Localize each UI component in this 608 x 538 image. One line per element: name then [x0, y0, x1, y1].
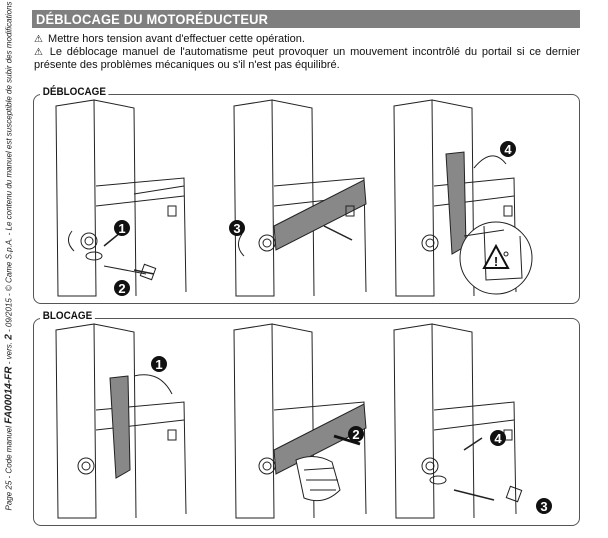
warning-line-1: ⚠ Mettre hors tension avant d'effectuer …: [34, 33, 305, 45]
warning-icon: ⚠: [34, 34, 43, 45]
step-badge-2: 2: [114, 280, 130, 296]
motor-unit-drawing: [55, 99, 187, 297]
warning-text-1: Mettre hors tension avant d'effectuer ce…: [48, 33, 305, 45]
manual-code-prefix: - Code manuel: [4, 425, 14, 479]
step-badge-3: 3: [229, 220, 245, 236]
sidebar-legal-text: Page 25 - Code manuel FA00014-FR - vers.…: [3, 0, 15, 511]
svg-text:4: 4: [494, 431, 502, 446]
manual-code: FA00014-FR: [3, 366, 15, 424]
version-prefix: - vers.: [4, 342, 14, 365]
svg-text:2: 2: [118, 281, 125, 296]
warning-triangle-icon: [482, 243, 510, 269]
svg-text:3: 3: [540, 499, 547, 514]
deblocage-label: DÉBLOCAGE: [40, 86, 109, 98]
warning-text-2: Le déblocage manuel de l'automatisme peu…: [34, 46, 580, 71]
step-badge-1: 1: [114, 220, 130, 236]
warning-exclamation: !: [494, 254, 498, 269]
section-header-bar: [32, 10, 580, 28]
deblocage-illustration: ! 1 2 3 4: [55, 99, 533, 297]
svg-text:1: 1: [118, 221, 125, 236]
warning-icon: ⚠: [34, 47, 43, 58]
motor-unit-drawing: [393, 99, 533, 297]
section-title: DÉBLOCAGE DU MOTORÉDUCTEUR: [36, 11, 269, 27]
svg-text:2: 2: [352, 427, 359, 442]
step-badge-1: 1: [151, 356, 167, 372]
svg-text:1: 1: [155, 357, 162, 372]
svg-text:4: 4: [504, 142, 512, 157]
version-number: 2: [3, 334, 15, 340]
step-badge-4: 4: [500, 141, 516, 157]
step-badge-4: 4: [490, 430, 506, 446]
warning-line-2: ⚠ Le déblocage manuel de l'automatisme p…: [34, 46, 580, 72]
blocage-label: BLOCAGE: [40, 310, 95, 322]
step-badge-3: 3: [536, 498, 552, 514]
motor-unit-drawing: [393, 323, 523, 519]
motor-unit-drawing: [233, 323, 367, 519]
blocage-illustration: 1 2 3 4: [55, 323, 552, 519]
copyright-text: - 09/2015 - © Came S.p.A. - Le contenu d…: [4, 0, 14, 332]
page-number: Page 25: [4, 480, 14, 511]
svg-text:3: 3: [233, 221, 240, 236]
motor-unit-drawing: [55, 323, 187, 519]
motor-unit-drawing: [233, 99, 367, 297]
step-badge-2: 2: [348, 426, 364, 442]
